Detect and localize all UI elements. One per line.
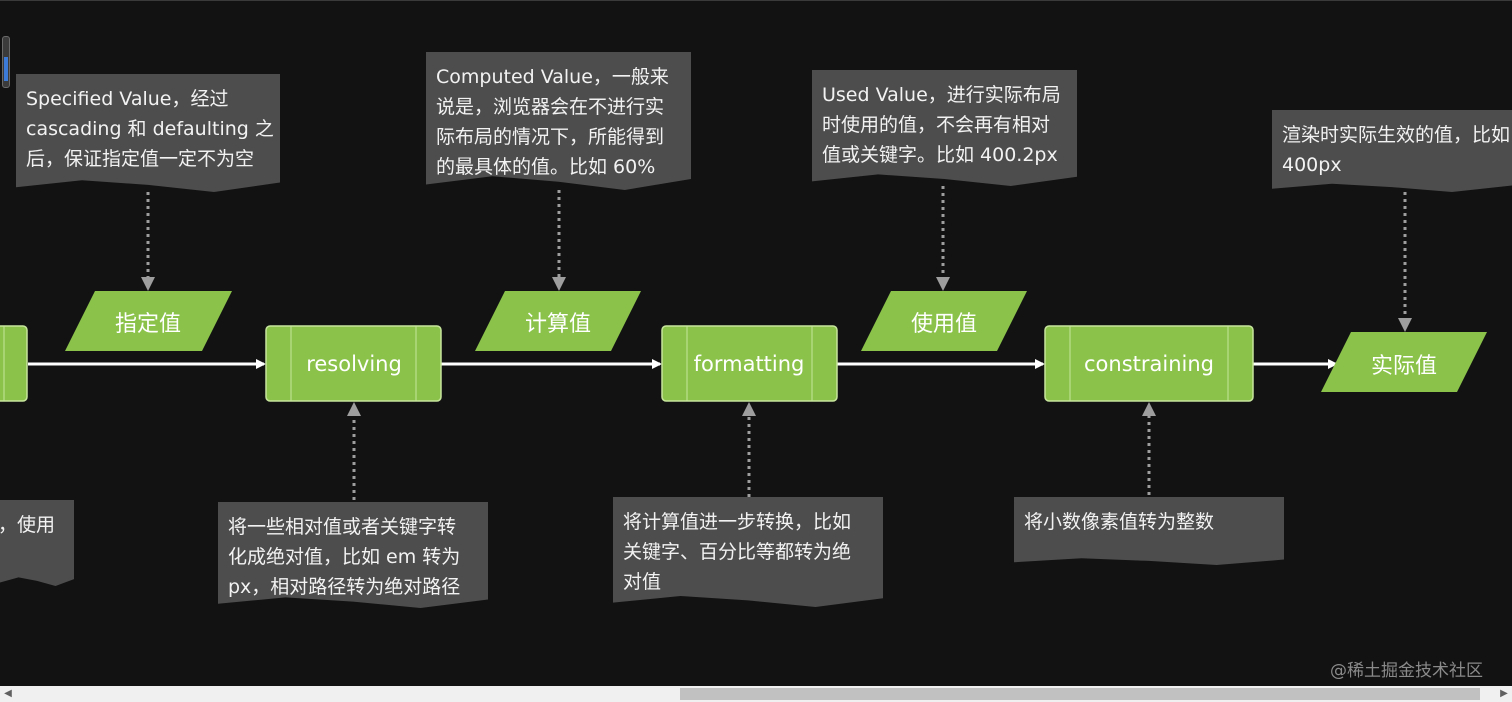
note-line: cascading 和 defaulting 之 [26, 118, 274, 140]
note-line: 的最具体的值。比如 60% [436, 156, 656, 178]
note-computed: Computed Value，一般来 说是，浏览器会在不进行实 际布局的情况下，… [426, 52, 691, 190]
note-left-partial: ，使用 [0, 500, 74, 586]
top-border [0, 0, 1512, 1]
value-specified-shape [65, 291, 232, 351]
value-actual-shape [1321, 332, 1487, 392]
note-line: 化成绝对值，比如 em 转为 [228, 546, 461, 568]
value-computed-label: 计算值 [524, 312, 592, 337]
note-line: 将一些相对值或者关键字转 [228, 516, 457, 538]
note-formatting: 将计算值进一步转换，比如 关键字、百分比等都转为绝 对值 [613, 497, 883, 607]
process-constraining-label: constraining [1084, 352, 1214, 376]
note-line: ，使用 [0, 514, 56, 536]
note-line: Computed Value，一般来 [436, 66, 669, 88]
note-resolving: 将一些相对值或者关键字转 化成绝对值，比如 em 转为 px，相对路径转为绝对路… [218, 502, 488, 608]
note-specified: Specified Value，经过 cascading 和 defaultin… [16, 74, 280, 192]
note-line: 将小数像素值转为整数 [1024, 511, 1215, 533]
note-line: px，相对路径转为绝对路径 [228, 576, 461, 598]
note-line: 将计算值进一步转换，比如 [623, 511, 852, 533]
process-constraining [1044, 325, 1254, 402]
note-constraining: 将小数像素值转为整数 [1014, 497, 1284, 565]
vertical-scroll-handle[interactable] [2, 36, 10, 88]
vertical-scroll-indicator [4, 57, 8, 81]
horizontal-scrollbar[interactable]: ◀ ▶ [0, 686, 1512, 702]
value-used-label: 使用值 [910, 312, 978, 337]
note-line: 对值 [623, 571, 662, 593]
process-resolving [265, 325, 442, 402]
note-line: 说是，浏览器会在不进行实 [436, 96, 665, 118]
value-computed-shape [475, 291, 641, 351]
note-line: Specified Value，经过 [26, 88, 229, 110]
process-formatting [661, 325, 838, 402]
note-line: Used Value，进行实际布局 [822, 84, 1061, 106]
note-line: 后，保证指定值一定不为空 [26, 148, 255, 170]
note-line: 时使用的值，不会再有相对 [822, 114, 1051, 136]
partial-process-box [0, 325, 28, 402]
value-actual-label: 实际值 [1370, 354, 1438, 379]
note-line: 渲染时实际生效的值，比如 [1282, 124, 1511, 146]
note-line: 关键字、百分比等都转为绝 [623, 541, 852, 563]
process-resolving-label: resolving [306, 352, 402, 376]
note-line: 值或关键字。比如 400.2px [822, 144, 1058, 166]
note-used: Used Value，进行实际布局 时使用的值，不会再有相对 值或关键字。比如 … [812, 70, 1077, 186]
value-used-shape [861, 291, 1027, 351]
scroll-right-arrow-icon[interactable]: ▶ [1500, 688, 1508, 699]
note-line: 400px [1282, 154, 1342, 176]
scroll-left-arrow-icon[interactable]: ◀ [4, 688, 12, 699]
horizontal-scroll-thumb[interactable] [680, 688, 1480, 700]
note-actual: 渲染时实际生效的值，比如 400px [1272, 110, 1512, 192]
note-line: 际布局的情况下，所能得到 [436, 126, 665, 148]
watermark: @稀土掘金技术社区 [1330, 661, 1483, 681]
process-formatting-label: formatting [693, 352, 805, 376]
value-specified-label: 指定值 [114, 312, 182, 337]
